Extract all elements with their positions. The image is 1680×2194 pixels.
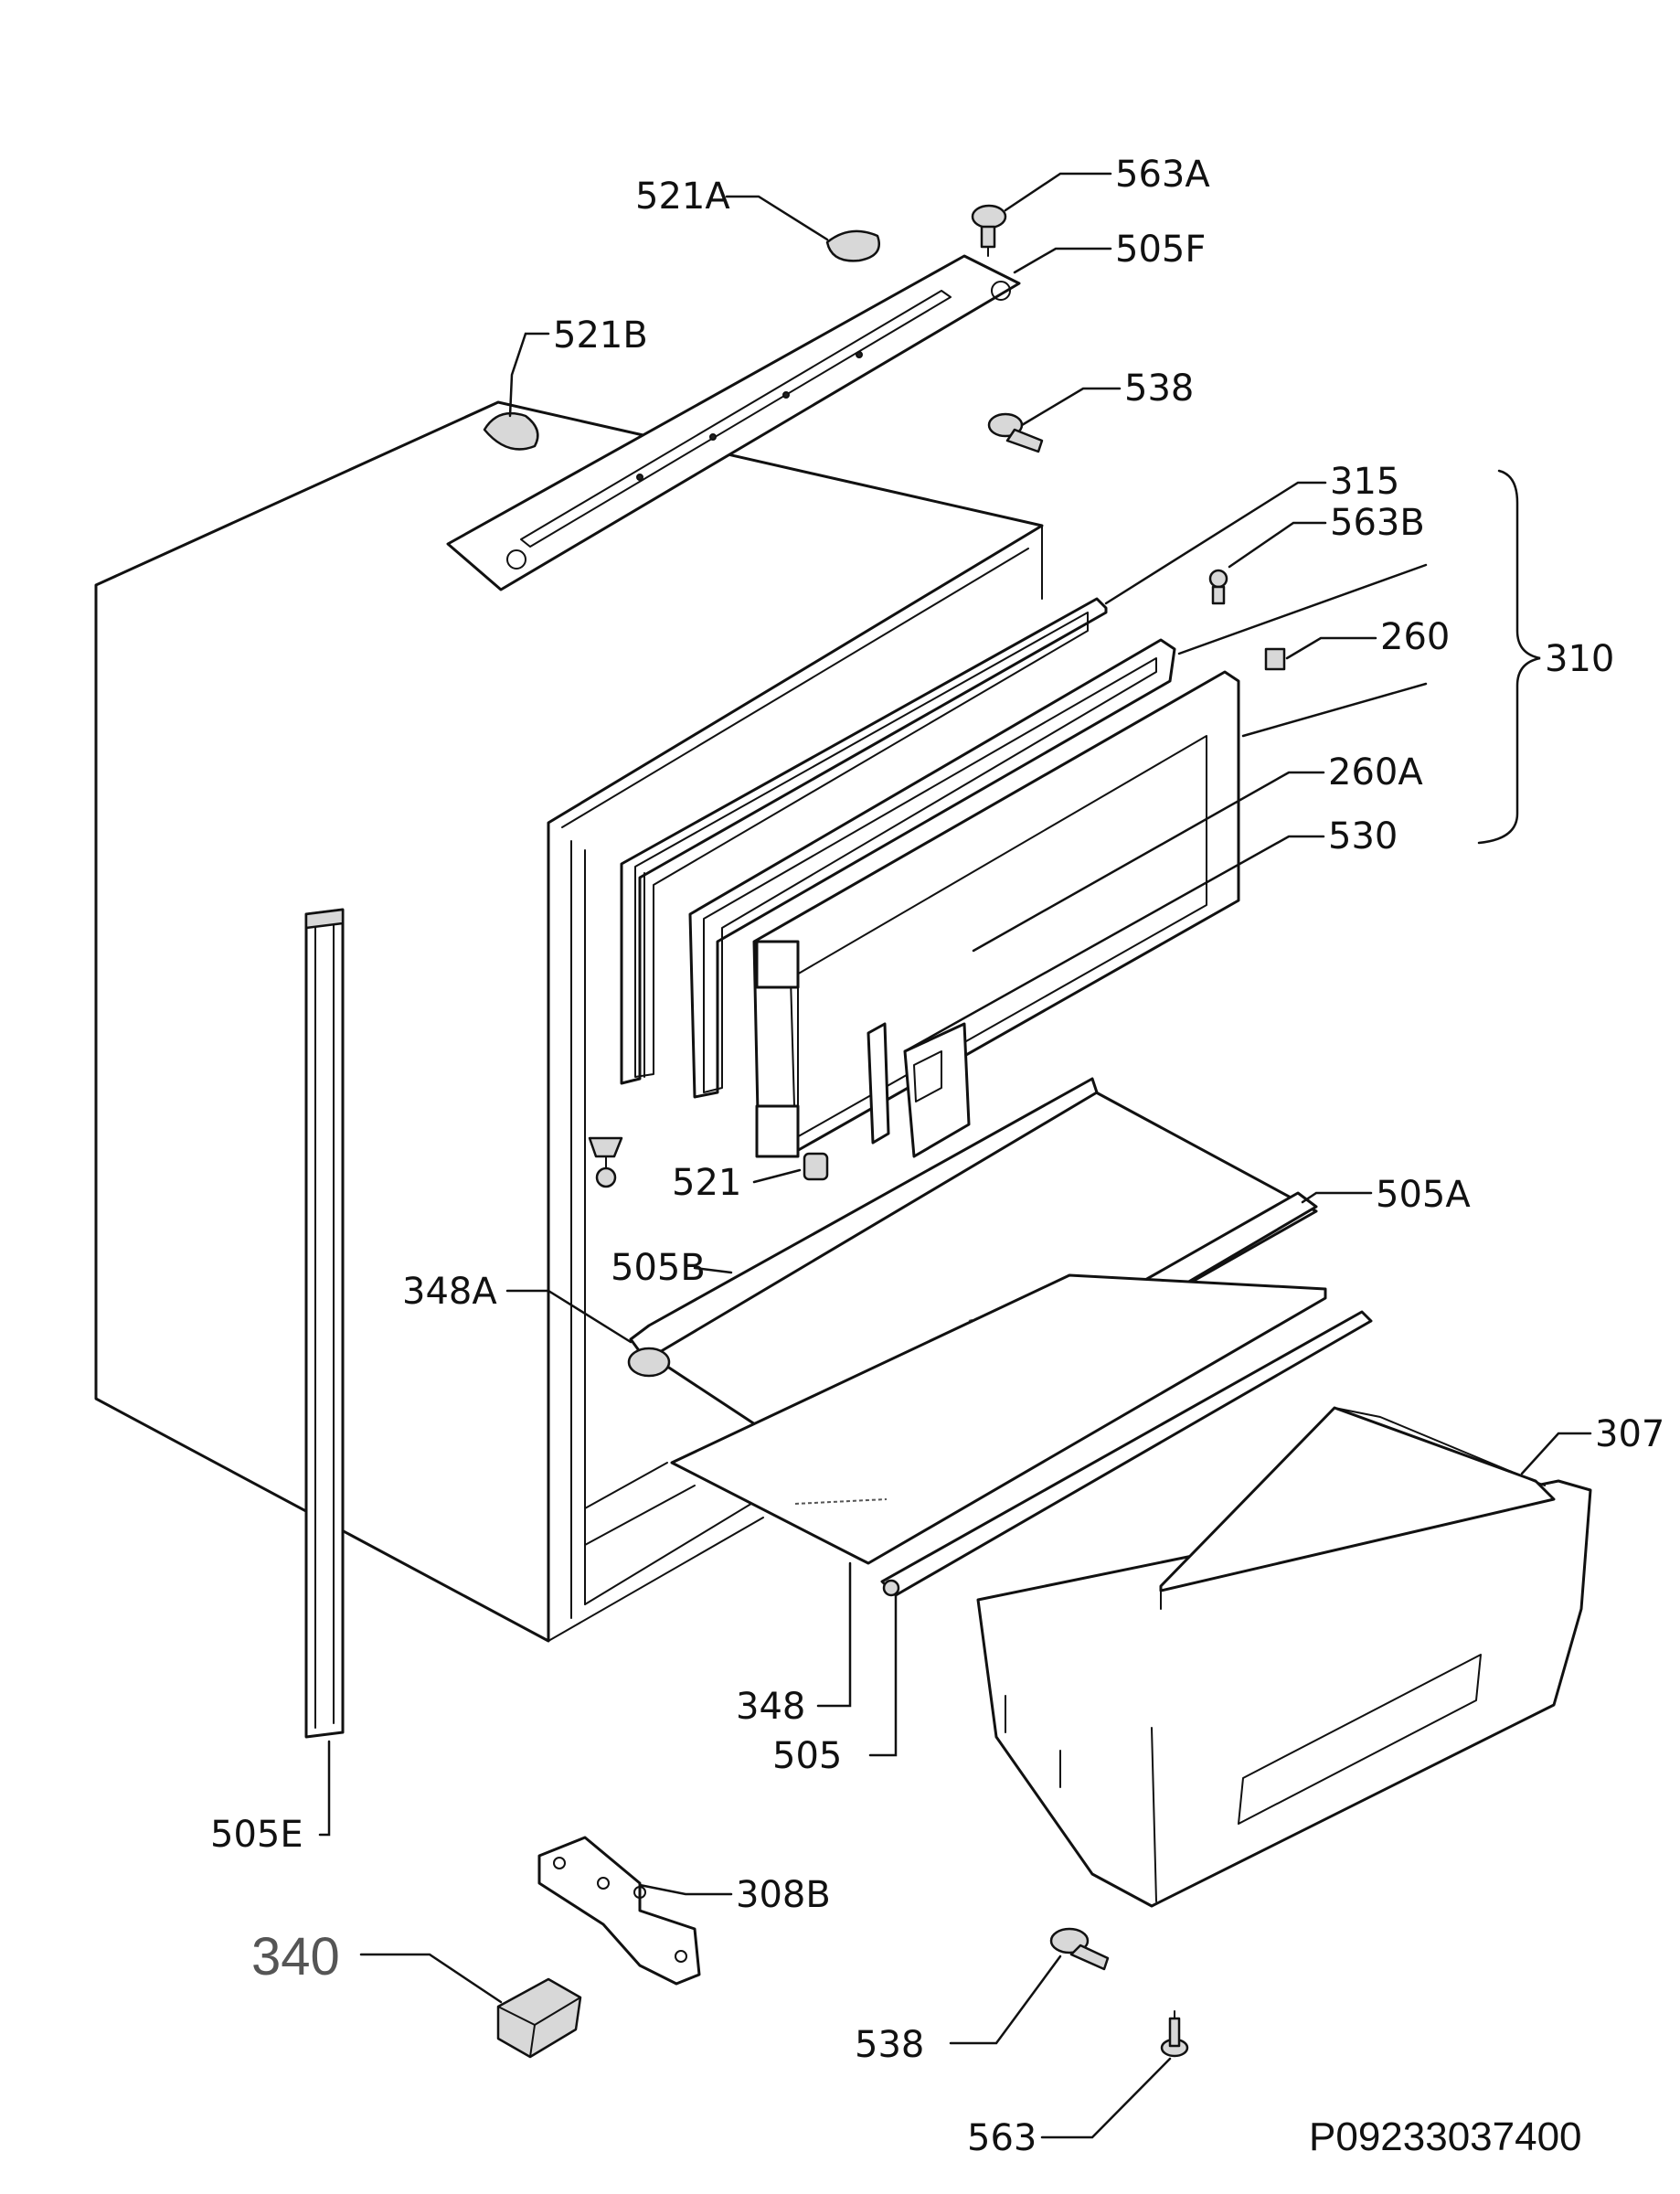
label-521b: 521B <box>553 314 648 357</box>
glass-shelf-lower-348 <box>670 1273 1327 1565</box>
cap-521b <box>483 411 539 451</box>
drawing-code: P09233037400 <box>1309 2114 1582 2159</box>
label-563b: 563B <box>1330 502 1425 544</box>
side-fixing <box>588 1136 623 1188</box>
screw-563a <box>971 204 1007 257</box>
label-563: 563 <box>967 2117 1037 2159</box>
label-538-bottom: 538 <box>855 2024 924 2066</box>
label-260a: 260A <box>1328 751 1423 793</box>
vegetable-drawer-307 <box>976 1406 1592 1908</box>
hinge-308b <box>537 1836 701 1986</box>
label-505: 505 <box>772 1735 842 1777</box>
label-530: 530 <box>1328 815 1398 857</box>
cap-521a <box>825 229 880 262</box>
label-505a: 505A <box>1376 1174 1471 1216</box>
door-rail-505e <box>304 908 345 1739</box>
label-308b: 308B <box>736 1874 831 1916</box>
hinge-block-530 <box>867 1022 971 1158</box>
hinge-pin-538-top <box>987 412 1044 453</box>
label-538-top: 538 <box>1124 367 1194 410</box>
screw-563-bottom <box>1160 2010 1189 2058</box>
label-505f: 505F <box>1115 229 1206 271</box>
door-inner-panel <box>688 638 1176 1099</box>
hinge-pin-538-bottom <box>1049 1927 1110 1971</box>
label-260: 260 <box>1380 616 1450 658</box>
label-521: 521 <box>672 1162 741 1204</box>
label-340: 340 <box>251 1927 340 1986</box>
label-521a: 521A <box>635 176 730 218</box>
label-315: 315 <box>1330 461 1399 503</box>
label-348: 348 <box>736 1686 805 1728</box>
block-340 <box>496 1977 582 2059</box>
screw-563b <box>1208 569 1228 605</box>
hinge-cover-plate <box>446 254 1021 591</box>
label-348a: 348A <box>402 1271 497 1313</box>
label-307: 307 <box>1595 1413 1664 1455</box>
label-505b: 505B <box>611 1247 706 1289</box>
plug-521 <box>803 1152 829 1181</box>
front-trim-505 <box>880 1310 1373 1597</box>
part-labels: 521A 563A 505F 521B 538 315 563B 260 310… <box>210 154 1664 2159</box>
clip-260 <box>1264 647 1286 671</box>
leader-lines <box>318 172 1592 2139</box>
label-310: 310 <box>1545 638 1614 680</box>
bracket-310 <box>1477 469 1541 845</box>
label-505e: 505E <box>210 1814 303 1856</box>
label-563a: 563A <box>1115 154 1210 196</box>
door-seal-315 <box>620 597 1108 1085</box>
